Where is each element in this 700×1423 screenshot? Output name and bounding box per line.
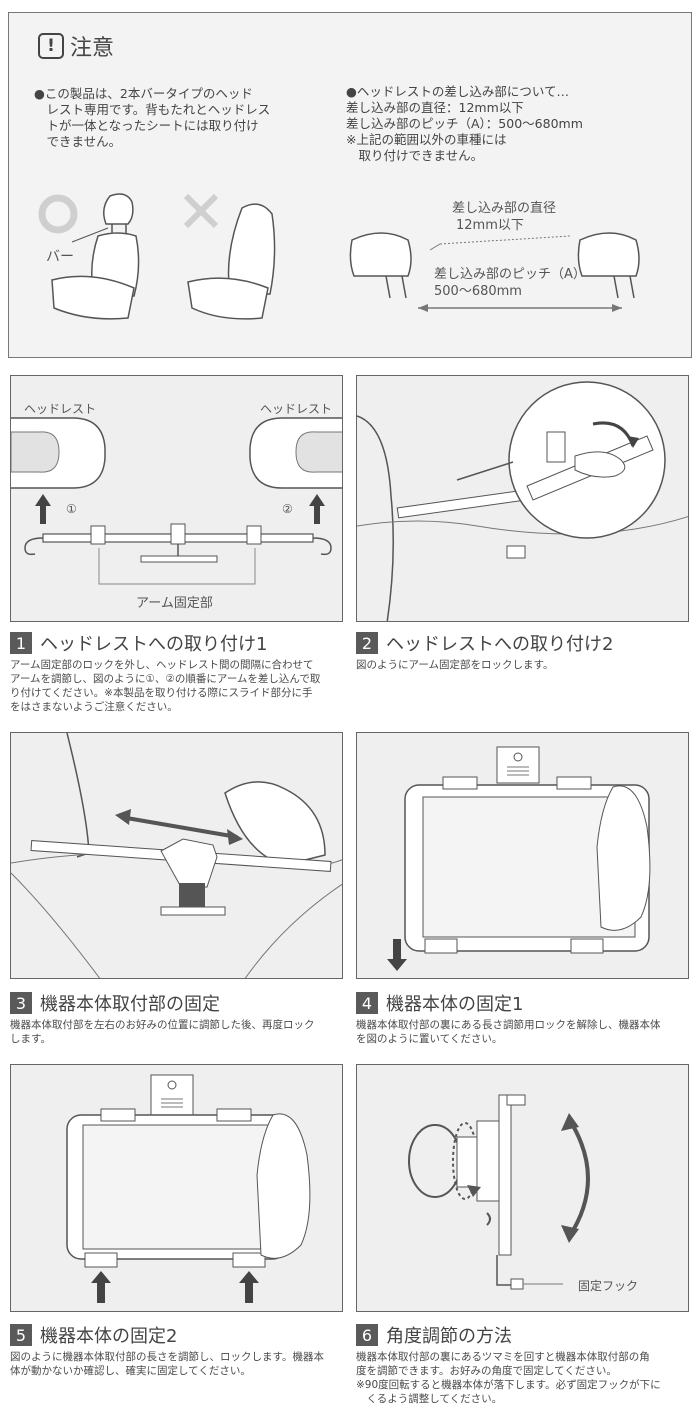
order-mark-1: ① xyxy=(66,502,77,516)
ok-seat-illustration xyxy=(38,193,140,320)
step-title: ヘッドレストへの取り付け2 xyxy=(386,634,614,655)
caution-left-line: トが一体となったシートには取り付け xyxy=(34,118,259,133)
step-number: 1 xyxy=(10,632,32,654)
step3-description: 機器本体取付部を左右のお好みの位置に調節した後、再度ロック します。 xyxy=(10,1018,350,1046)
caution-right-line: ●ヘッドレストの差し込み部について… xyxy=(346,84,570,99)
exclamation-icon: ! xyxy=(38,33,64,59)
step5-heading: 5 機器本体の固定2 xyxy=(10,1322,177,1348)
desc-line: 図のように機器本体取付部の長さを調節し、ロックします。機器本 xyxy=(10,1351,324,1363)
fixing-hook-label: 固定フック xyxy=(578,1279,639,1293)
desc-line: 機器本体取付部の裏にある長さ調節用ロックを解除し、機器本体 xyxy=(356,1019,661,1031)
caution-left-line: ●この製品は、2本バータイプのヘッド xyxy=(34,86,253,101)
step-number: 5 xyxy=(10,1324,32,1346)
desc-line: り付けてください。※本製品を取り付ける際にスライド部分に手 xyxy=(10,687,313,699)
diameter-label-line: 差し込み部の直径 xyxy=(452,201,557,216)
caution-right-line: 差し込み部のピッチ（A）：500〜680mm xyxy=(346,116,583,131)
desc-line: アーム固定部のロックを外し、ヘッドレスト間の間隔に合わせて xyxy=(10,659,314,671)
step-number: 6 xyxy=(356,1324,378,1346)
caution-heading: 注意 xyxy=(70,36,115,61)
step4-description: 機器本体取付部の裏にある長さ調節用ロックを解除し、機器本体 を図のように置いてく… xyxy=(356,1018,696,1046)
caution-right-line: ※上記の範囲以外の車種には xyxy=(346,132,507,147)
step6-heading: 6 角度調節の方法 xyxy=(356,1322,512,1348)
diameter-label-line: 12mm以下 xyxy=(456,218,524,233)
arm-fixing-label: アーム固定部 xyxy=(136,596,213,611)
step-title: 機器本体取付部の固定 xyxy=(40,994,220,1015)
caution-title: ! 注意 xyxy=(38,30,114,62)
step-number: 3 xyxy=(10,992,32,1014)
caution-right-line: 差し込み部の直径：12mm以下 xyxy=(346,100,524,115)
caution-right-line: 取り付けできません。 xyxy=(346,148,484,163)
bar-label: バー xyxy=(46,249,74,265)
headrest-pitch-illustration xyxy=(349,232,640,312)
desc-line: 機器本体取付部を左右のお好みの位置に調節した後、再度ロック xyxy=(10,1019,315,1031)
step4-heading: 4 機器本体の固定1 xyxy=(356,990,523,1016)
pitch-label-line: 500〜680mm xyxy=(434,284,522,299)
step-title: 機器本体の固定2 xyxy=(40,1326,178,1347)
desc-line: します。 xyxy=(10,1033,51,1045)
caution-left-text: ●この製品は、2本バータイプのヘッド レスト専用です。背もたれとヘッドレス トが… xyxy=(34,86,304,150)
step6-description: 機器本体取付部の裏にあるツマミを回すと機器本体取付部の角 度を調節できます。お好… xyxy=(356,1350,696,1406)
step3-illustration-panel xyxy=(10,732,343,979)
order-mark-2: ② xyxy=(282,502,293,516)
desc-line: 図のようにアーム固定部をロックします。 xyxy=(356,659,554,671)
diameter-label: 差し込み部の直径 12mm以下 xyxy=(452,200,556,234)
headrest-left-label: ヘッドレスト xyxy=(24,402,97,416)
desc-line: を図のように置いてください。 xyxy=(356,1033,503,1045)
step-title: 機器本体の固定1 xyxy=(386,994,524,1015)
desc-line: アームを調節し、図のように①、②の順番にアームを差し込んで取 xyxy=(10,673,321,685)
step6-illustration-panel xyxy=(356,1064,689,1312)
step1-heading: 1 ヘッドレストへの取り付け1 xyxy=(10,630,267,656)
desc-line: 体が動かないか確認し、確実に固定してください。 xyxy=(10,1365,251,1377)
step2-heading: 2 ヘッドレストへの取り付け2 xyxy=(356,630,613,656)
headrest-right-label: ヘッドレスト xyxy=(260,402,333,416)
desc-line: 機器本体取付部の裏にあるツマミを回すと機器本体取付部の角 xyxy=(356,1351,650,1363)
step-title: 角度調節の方法 xyxy=(386,1326,512,1347)
step-title: ヘッドレストへの取り付け1 xyxy=(40,634,268,655)
step-number: 4 xyxy=(356,992,378,1014)
desc-line: 度を調節できます。お好みの角度で固定してください。 xyxy=(356,1365,617,1377)
ng-seat-illustration xyxy=(183,193,276,320)
step1-illustration-panel xyxy=(10,375,343,622)
step4-illustration-panel xyxy=(356,732,689,979)
desc-line: ※90度回転すると機器本体が落下します。必ず固定フックが下に xyxy=(356,1379,661,1391)
desc-line: くるよう調整してください。 xyxy=(356,1393,503,1405)
step1-description: アーム固定部のロックを外し、ヘッドレスト間の間隔に合わせて アームを調節し、図の… xyxy=(10,658,350,714)
pitch-label: 差し込み部のピッチ（A） 500〜680mm xyxy=(434,266,586,300)
caution-left-line: レスト専用です。背もたれとヘッドレス xyxy=(34,102,271,117)
step5-illustration-panel xyxy=(10,1064,343,1312)
step-number: 2 xyxy=(356,632,378,654)
ok-circle-icon xyxy=(38,194,78,234)
step5-description: 図のように機器本体取付部の長さを調節し、ロックします。機器本 体が動かないか確認… xyxy=(10,1350,350,1378)
pitch-label-line: 差し込み部のピッチ（A） xyxy=(434,267,586,282)
step2-description: 図のようにアーム固定部をロックします。 xyxy=(356,658,696,672)
desc-line: をはさまないようご注意ください。 xyxy=(10,701,178,713)
caution-left-line: できません。 xyxy=(34,134,122,149)
step3-heading: 3 機器本体取付部の固定 xyxy=(10,990,220,1016)
caution-right-text: ●ヘッドレストの差し込み部について… 差し込み部の直径：12mm以下 差し込み部… xyxy=(346,84,676,164)
step2-illustration-panel xyxy=(356,375,689,622)
